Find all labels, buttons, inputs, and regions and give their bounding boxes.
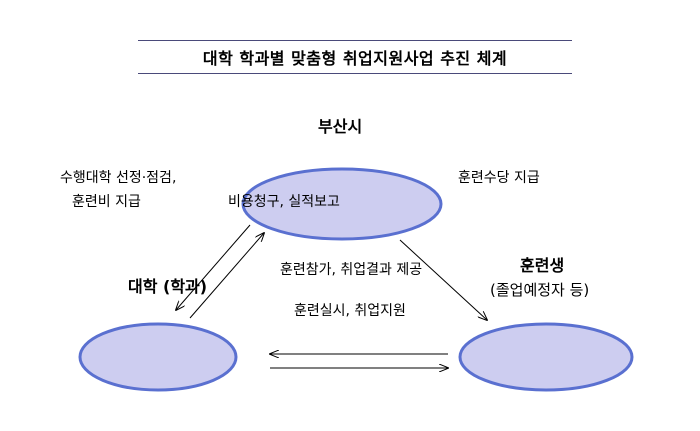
- busan-node-label: 부산시: [318, 117, 363, 136]
- edge-label-training-allowance: 훈련수당 지급: [458, 170, 540, 186]
- edge-label-selection-line2: 훈련비 지급: [72, 194, 141, 210]
- trainee-node-ellipse: [458, 322, 634, 392]
- university-node-label: 대학 (학과): [128, 277, 208, 296]
- diagram-title: 대학 학과별 맞춤형 취업지원사업 추진 체계: [138, 40, 572, 74]
- edge-label-cost-claim: 비용청구, 실적보고: [228, 194, 340, 210]
- edge-label-training-support: 훈련실시, 취업지원: [294, 303, 406, 319]
- edge-label-selection-line1: 수행대학 선정·점검,: [60, 170, 177, 186]
- arrow-busan-to-trainee: [399, 239, 487, 320]
- arrow-busan-to-university: [176, 224, 251, 310]
- arrow-university-to-busan: [189, 233, 264, 319]
- trainee-node-label: 훈련생: [520, 256, 565, 275]
- trainee-node-sublabel: (졸업예정자 등): [490, 281, 590, 299]
- edge-label-training-participation: 훈련참가, 취업결과 제공: [280, 262, 423, 278]
- busan-node-ellipse: [241, 167, 443, 241]
- university-node-ellipse: [78, 322, 238, 392]
